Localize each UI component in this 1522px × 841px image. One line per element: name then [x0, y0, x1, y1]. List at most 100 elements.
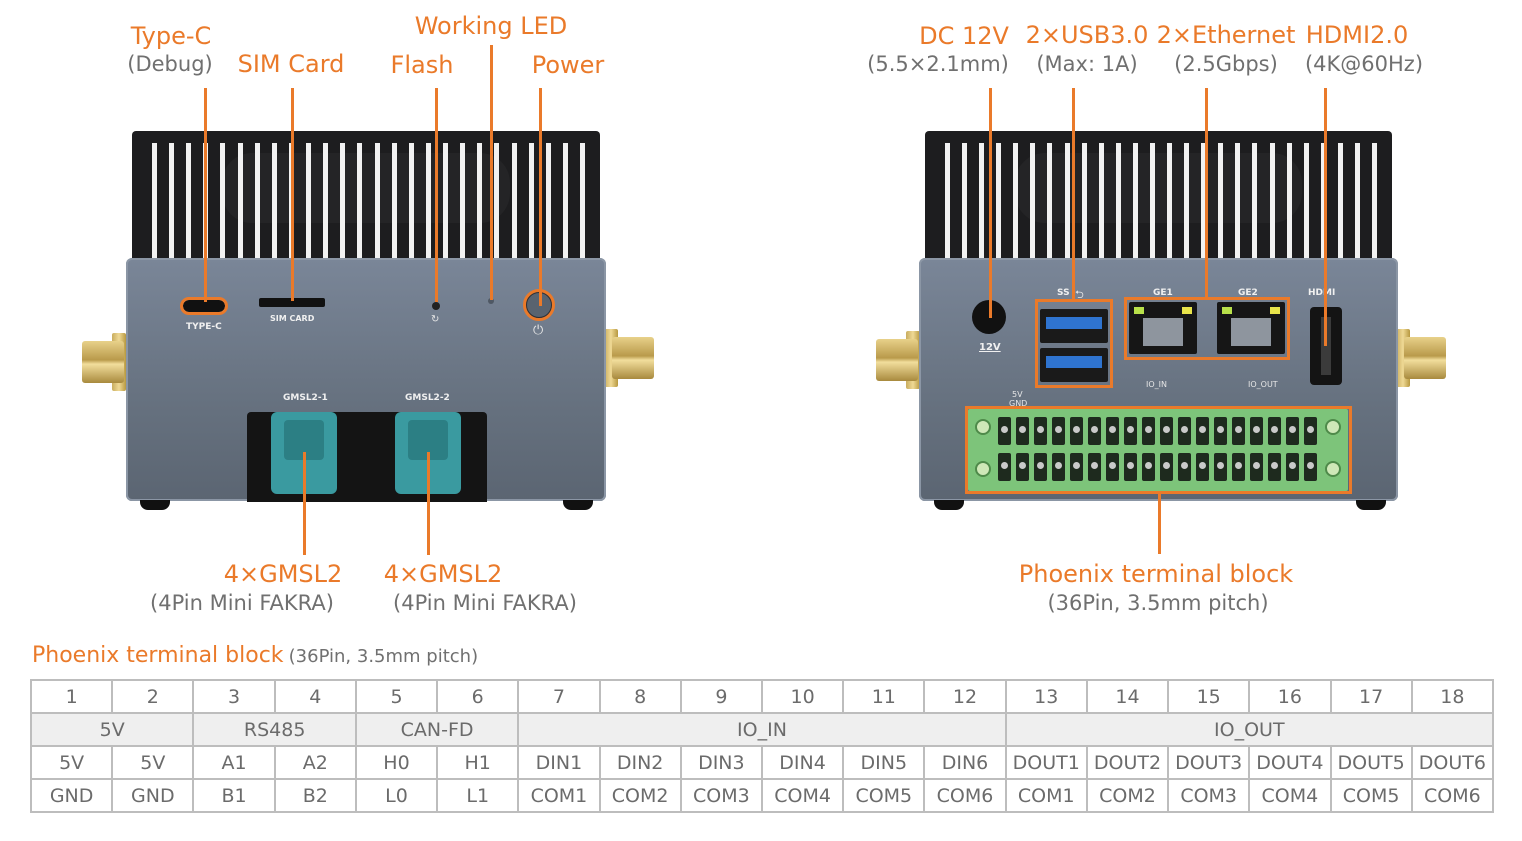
rear-antenna-right	[1404, 337, 1446, 379]
heatsink-fin	[254, 143, 260, 259]
pin-number-cell: 10	[760, 679, 845, 714]
usb3-port-1[interactable]	[1040, 309, 1108, 343]
type-c-title: Type-C	[130, 22, 212, 50]
terminal-pin	[1052, 453, 1065, 481]
lead-flash	[435, 88, 438, 302]
terminal-screw-br	[1325, 461, 1341, 477]
pin-signal-cell: COM3	[1167, 778, 1251, 813]
usb-sub: (Max: 1A)	[1036, 52, 1138, 76]
pin-signal-cell: COM6	[1410, 778, 1495, 813]
terminal-pin	[1016, 453, 1029, 481]
dc-sub: (5.5×2.1mm)	[867, 52, 1009, 76]
terminal-screw	[1163, 426, 1170, 433]
pin-signal-cell: GND	[29, 778, 114, 813]
pin-signal-cell: COM5	[1329, 778, 1413, 813]
terminal-screw	[1055, 462, 1062, 469]
pin-signal-cell: DIN5	[842, 745, 926, 780]
pin-group-cell: IO_OUT	[1004, 712, 1495, 747]
front-antenna-right	[612, 337, 654, 379]
ge1-led-right	[1182, 307, 1192, 314]
lead-sim	[291, 88, 294, 301]
terminal-screw	[1271, 462, 1278, 469]
heatsink-fin	[408, 143, 414, 259]
ge2-led-right	[1270, 307, 1280, 314]
pin-signal-cell: DIN4	[760, 745, 845, 780]
terminal-pin	[1268, 417, 1281, 445]
heatsink-fin	[477, 143, 483, 259]
terminal-screw	[1253, 426, 1260, 433]
heatsink-fin	[1167, 143, 1173, 259]
terminal-screw	[1073, 426, 1080, 433]
gmsl2-sub: (4Pin Mini FAKRA)	[393, 591, 577, 615]
terminal-pin	[1034, 453, 1047, 481]
terminal-pin	[1178, 417, 1191, 445]
gmsl2-title: 4×GMSL2	[383, 560, 503, 588]
heatsink-fin	[1337, 143, 1343, 259]
lead-led	[490, 45, 493, 300]
terminal-screw	[1181, 426, 1188, 433]
pin-signal-cell: DIN3	[679, 745, 763, 780]
terminal-pin	[1196, 453, 1209, 481]
terminal-pin	[1160, 453, 1173, 481]
lead-gmsl1	[303, 452, 306, 555]
terminal-screw	[1073, 462, 1080, 469]
hdmi-silk: HDMI	[1308, 288, 1336, 298]
pin-signal-cell: DOUT3	[1167, 745, 1251, 780]
heatsink-fin	[340, 143, 346, 259]
ring-type-c	[180, 297, 228, 315]
lead-hdmi	[1324, 88, 1327, 346]
heatsink-fin	[1149, 143, 1155, 259]
terminal-screw	[1199, 462, 1206, 469]
pin-signal-cell: COM4	[760, 778, 845, 813]
rear-antenna-left	[876, 339, 918, 381]
terminal-pin	[998, 453, 1011, 481]
ethernet-port-ge1[interactable]	[1129, 302, 1197, 354]
heatsink-fin	[562, 143, 568, 259]
terminal-pin	[1250, 453, 1263, 481]
pin-signal-cell: DIN1	[517, 745, 601, 780]
pin-number-cell: 12	[923, 679, 1007, 714]
pin-signal-cell: A1	[192, 745, 276, 780]
terminal-pin	[1214, 417, 1227, 445]
flash-button[interactable]	[432, 302, 440, 310]
ethernet-port-ge2[interactable]	[1217, 302, 1285, 354]
pin-number-cell: 14	[1085, 679, 1170, 714]
heatsink-fin	[511, 143, 517, 259]
type-c-port[interactable]	[181, 298, 227, 314]
heatsink-fin	[271, 143, 277, 259]
heatsink-fin	[996, 143, 1002, 259]
box-eth	[1124, 297, 1290, 360]
pin-signal-cell: DIN6	[923, 745, 1007, 780]
sim-card-slot[interactable]	[259, 298, 325, 307]
terminal-pin	[1016, 417, 1029, 445]
heatsink-fin	[545, 143, 551, 259]
pin-number-cell: 11	[842, 679, 926, 714]
pin-number-cell: 3	[192, 679, 276, 714]
usb3-port-2[interactable]	[1040, 348, 1108, 382]
terminal-screw	[1181, 462, 1188, 469]
flash-title: Flash	[390, 51, 454, 79]
terminal-pin	[998, 417, 1011, 445]
pin-signal-cell: B1	[192, 778, 276, 813]
front-foot-left	[140, 500, 170, 510]
front-antenna-left	[82, 341, 124, 383]
pin-number-cell: 13	[1004, 679, 1088, 714]
front-heatsink	[132, 131, 600, 259]
heatsink-fin	[357, 143, 363, 259]
table-heading: Phoenix terminal block (36Pin, 3.5mm pit…	[32, 643, 478, 668]
terminal-screw	[1289, 426, 1296, 433]
terminal-screw	[1091, 462, 1098, 469]
lead-phoenix	[1158, 492, 1161, 554]
pin-signal-cell: B2	[273, 778, 357, 813]
heatsink-fin	[460, 143, 466, 259]
phoenix-terminal-block[interactable]	[968, 409, 1348, 491]
gmsl1-title: 4×GMSL2	[223, 560, 343, 588]
terminal-pin	[1088, 453, 1101, 481]
phoenix-sub: (36Pin, 3.5mm pitch)	[1047, 591, 1269, 615]
ge1-led-left	[1134, 307, 1144, 314]
ge2-jack	[1231, 318, 1271, 346]
heatsink-fin	[425, 143, 431, 259]
terminal-row-top	[998, 417, 1320, 445]
pin-signal-cell: COM6	[923, 778, 1007, 813]
terminal-screw	[1235, 462, 1242, 469]
